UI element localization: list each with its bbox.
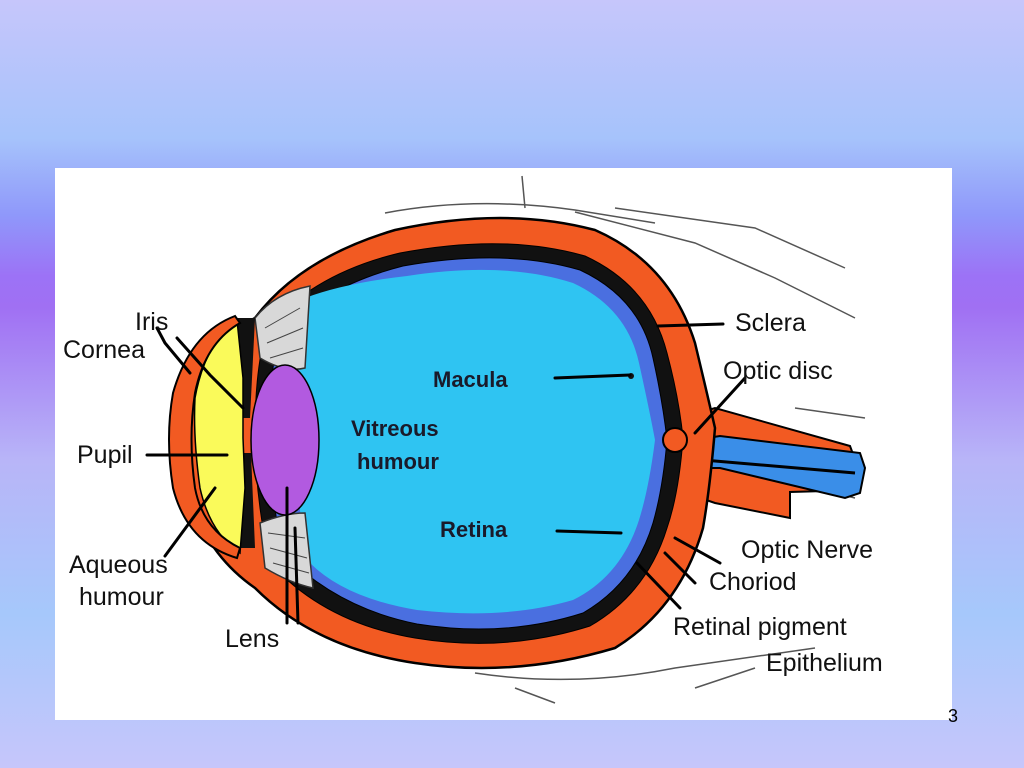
eye-anatomy-diagram: Iris Cornea Pupil Aqueous humour Lens Vi… [63, 175, 883, 704]
label-iris: Iris [135, 308, 168, 336]
label-rpe-line2: Epithelium [766, 649, 883, 677]
label-vitreous-line1: Vitreous [351, 416, 439, 441]
optic-disc [662, 427, 688, 453]
vitreous-humour [293, 269, 655, 614]
label-macula: Macula [433, 367, 508, 392]
lens [250, 364, 320, 516]
label-optic-nerve: Optic Nerve [741, 536, 873, 564]
diagram-panel: Iris Cornea Pupil Aqueous humour Lens Vi… [55, 168, 952, 720]
ciliary-body-top [254, 285, 311, 370]
label-sclera: Sclera [735, 309, 806, 337]
cornea [168, 314, 242, 560]
slide-number: 3 [948, 706, 959, 726]
label-choroid: Choriod [709, 568, 797, 596]
label-retina: Retina [440, 517, 508, 542]
label-vitreous-line2: humour [357, 449, 439, 474]
label-rpe-line1: Retinal pigment [673, 613, 847, 641]
label-aqueous-line1: Aqueous [69, 551, 168, 579]
label-optic-disc: Optic disc [723, 357, 833, 385]
label-lens: Lens [225, 625, 279, 653]
label-pointers [145, 322, 747, 625]
label-cornea: Cornea [63, 336, 145, 364]
label-aqueous-line2: humour [79, 583, 164, 611]
label-pupil: Pupil [77, 441, 133, 469]
